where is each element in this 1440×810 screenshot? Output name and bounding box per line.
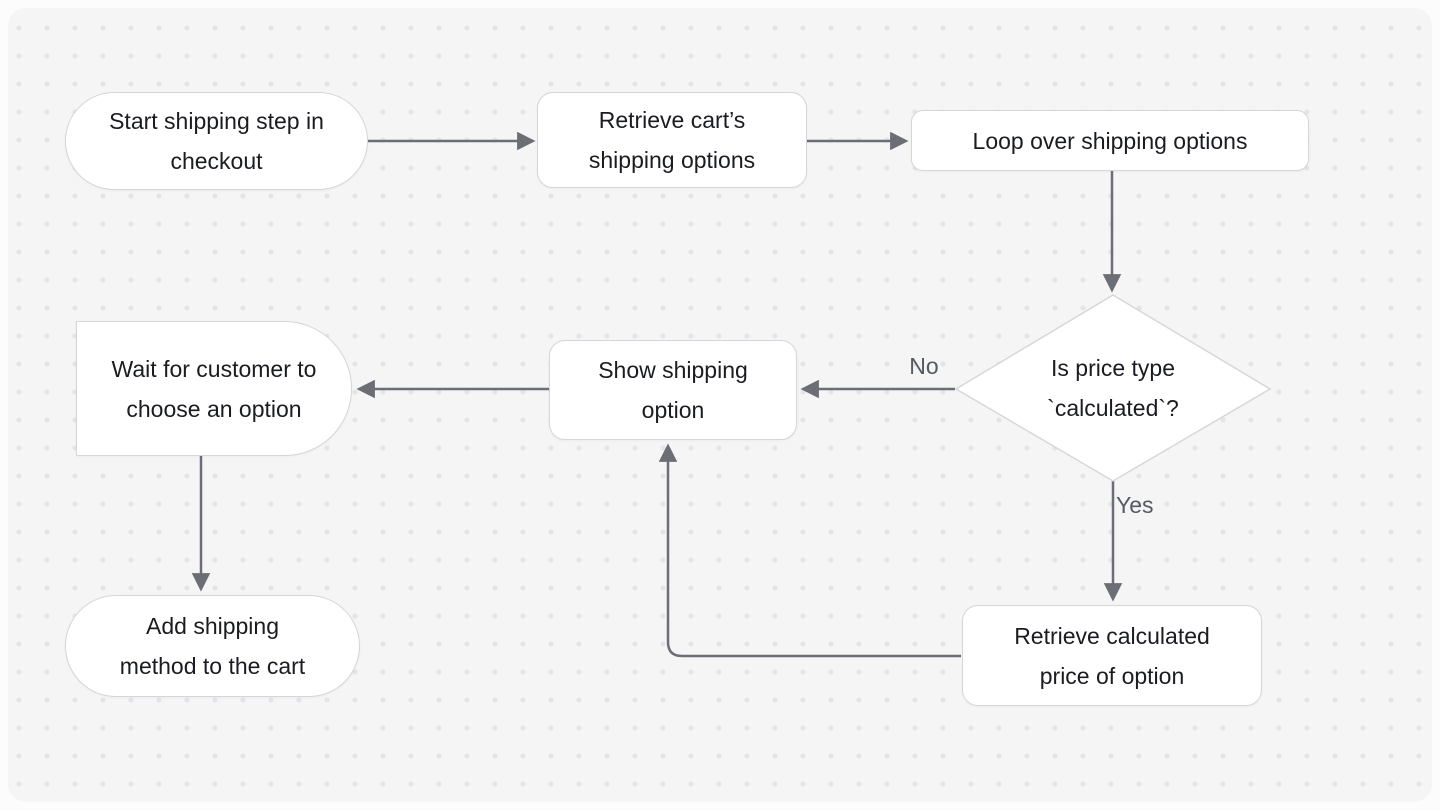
node-label: Is price type `calculated`? [1047,355,1179,421]
node-label: Retrieve cart’s shipping options [588,107,756,173]
node-label: Add shipping method to the cart [119,613,306,679]
node-add-shipping-method: Add shipping method to the cart [65,595,360,697]
node-label: Start shipping step in checkout [109,108,324,174]
node-retrieve-calculated-price: Retrieve calculated price of option [962,605,1262,706]
node-decision-is-price-calculated: Is price type `calculated`? [983,344,1243,432]
node-start-shipping-step: Start shipping step in checkout [65,92,368,190]
node-label: Loop over shipping options [972,127,1248,154]
node-retrieve-cart-shipping-options: Retrieve cart’s shipping options [537,92,807,188]
node-label: Retrieve calculated price of option [1014,622,1210,689]
node-show-shipping-option: Show shipping option [549,340,797,440]
node-label: Wait for customer to choose an option [111,355,317,422]
node-label: Show shipping option [598,357,748,423]
node-loop-over-shipping-options: Loop over shipping options [911,110,1309,171]
edge-label-yes: Yes [1116,492,1154,518]
node-wait-for-customer: Wait for customer to choose an option [76,321,352,456]
edge-label-no: No [909,353,939,379]
